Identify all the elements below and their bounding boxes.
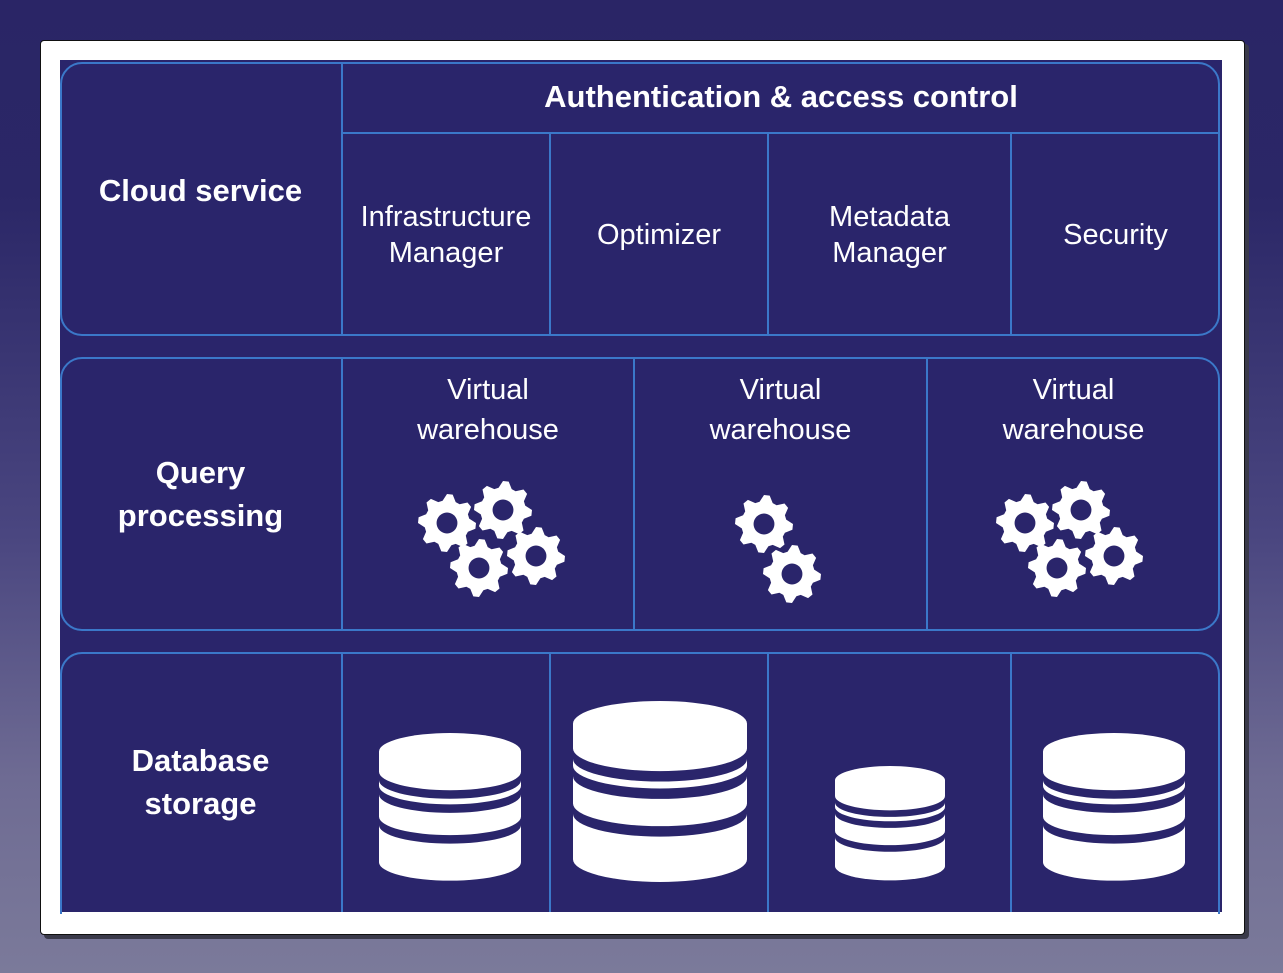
database-cylinder — [1043, 733, 1185, 881]
gear-icon — [735, 495, 793, 553]
database-icon — [379, 733, 521, 881]
auth-access-control-header: Authentication & access control — [544, 78, 1018, 114]
gears-icon — [735, 495, 821, 603]
database-icon — [835, 766, 945, 881]
architecture-diagram: Cloud service Authentication & access co… — [60, 60, 1222, 914]
layer-label-database-storage: Database storage — [131, 742, 270, 821]
gear-icon — [1085, 527, 1143, 585]
gear-icon — [1028, 539, 1086, 597]
warehouse-1-label: Virtual warehouse — [417, 373, 559, 446]
database-icon — [573, 701, 747, 882]
database-icon — [1043, 733, 1185, 881]
gears-icon — [418, 481, 565, 597]
database-cylinder — [379, 733, 521, 881]
component-security: Security — [1063, 218, 1168, 251]
database-storage-layer — [60, 652, 1220, 914]
database-cylinder — [573, 701, 747, 882]
gear-icon — [763, 545, 821, 603]
gears-icon — [996, 481, 1143, 597]
gear-icon — [474, 481, 532, 539]
layer-label-query-processing: Query processing — [117, 454, 284, 533]
query-processing-layer — [60, 357, 1220, 631]
warehouse-3-label: Virtual warehouse — [1002, 373, 1145, 446]
warehouse-2-label: Virtual warehouse — [709, 373, 852, 446]
database-cylinder — [835, 766, 945, 881]
gear-icon — [1052, 481, 1110, 539]
component-metadata-manager: Metadata Manager — [829, 200, 950, 269]
component-optimizer: Optimizer — [596, 218, 722, 251]
layer-label-cloud-service: Cloud service — [98, 172, 303, 208]
gear-icon — [450, 539, 508, 597]
gear-icon — [418, 494, 476, 552]
gear-icon — [507, 527, 565, 585]
component-infrastructure-manager: Infrastructure Manager — [360, 200, 532, 269]
gear-icon — [996, 494, 1054, 552]
cloud-service-layer — [60, 62, 1220, 336]
